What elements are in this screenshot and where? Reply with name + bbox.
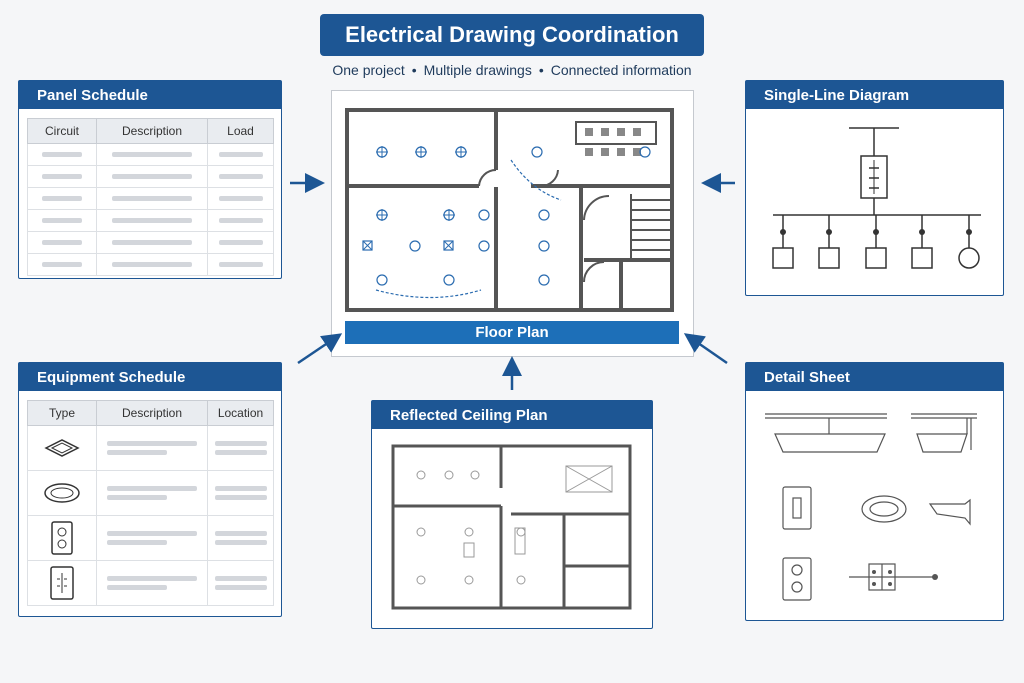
table-cell — [96, 470, 208, 516]
panel-schedule-title: Panel Schedule — [19, 81, 281, 109]
round-light-icon — [44, 483, 80, 503]
table-row — [27, 209, 274, 232]
table-cell — [96, 560, 208, 606]
equipment-schedule-card: Equipment Schedule Type Description Loca… — [18, 362, 282, 617]
detail-sheet-drawing — [765, 413, 977, 601]
table-cell — [207, 143, 274, 166]
floor-plan-drawing — [345, 108, 674, 312]
column-header: Load — [207, 118, 274, 144]
table-cell — [27, 425, 97, 471]
panel-icon — [50, 566, 74, 600]
table-cell — [207, 515, 274, 561]
page-subtitle: One project•Multiple drawings•Connected … — [332, 62, 692, 78]
single-line-diagram-title: Single-Line Diagram — [746, 81, 1003, 109]
subtitle-part: Connected information — [550, 62, 692, 78]
reflected-ceiling-plan-drawing — [391, 444, 632, 610]
detail-sheet-title: Detail Sheet — [746, 363, 1003, 391]
panel-schedule-table: Circuit Description Load — [27, 118, 274, 276]
floor-plan-label: Floor Plan — [345, 321, 679, 344]
table-cell — [96, 253, 208, 276]
arrow-icon — [683, 333, 728, 365]
equipment-schedule-title: Equipment Schedule — [19, 363, 281, 391]
panel-schedule-card: Panel Schedule Circuit Description Load — [18, 80, 282, 279]
table-row — [27, 143, 274, 166]
table-cell — [207, 560, 274, 606]
column-header: Type — [27, 400, 97, 426]
table-row — [27, 253, 274, 276]
column-header: Description — [96, 400, 208, 426]
subtitle-part: One project — [332, 62, 405, 78]
table-cell — [96, 425, 208, 471]
duplex-receptacle-icon — [51, 521, 73, 555]
detail-sheet-card: Detail Sheet — [745, 362, 1004, 621]
table-row — [27, 165, 274, 188]
table-cell — [207, 425, 274, 471]
arrow-icon — [297, 333, 343, 365]
table-cell — [207, 253, 274, 276]
single-line-diagram-drawing — [772, 127, 981, 269]
reflected-ceiling-plan-title: Reflected Ceiling Plan — [372, 401, 652, 429]
equipment-schedule-table: Type Description Location — [27, 400, 274, 606]
table-row — [27, 187, 274, 210]
page-title: Electrical Drawing Coordination — [320, 14, 704, 56]
subtitle-part: Multiple drawings — [423, 62, 532, 78]
recessed-light-icon — [44, 439, 80, 457]
